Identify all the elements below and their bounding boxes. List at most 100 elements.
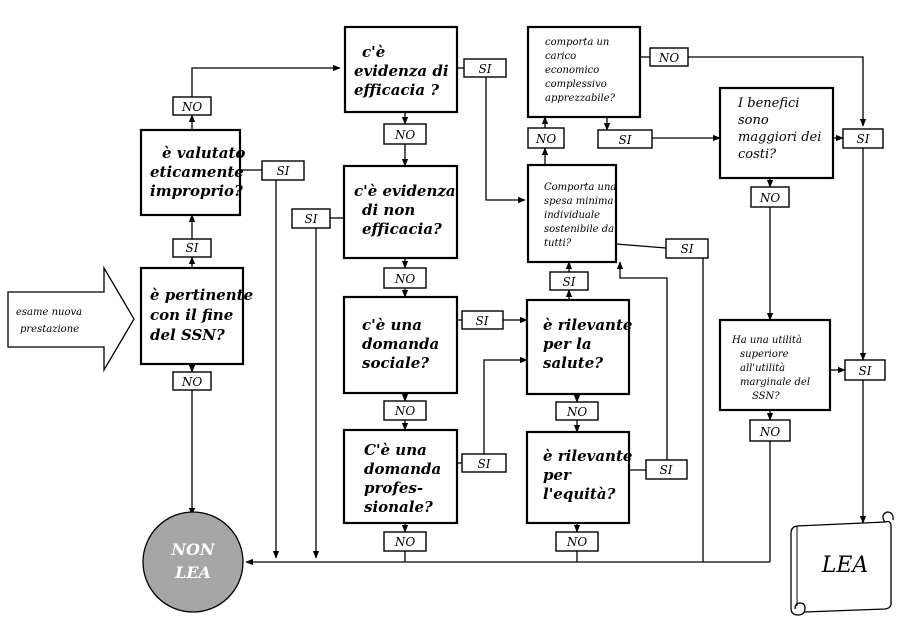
- q-carico-line-1: comporta un: [545, 37, 609, 48]
- q-non-efficacia-line-2: di non: [362, 201, 415, 219]
- si-label: SI: [261, 160, 305, 181]
- q-domanda-sociale-line-1: c'è una: [362, 316, 422, 334]
- q-salute-line-3: salute?: [543, 354, 603, 372]
- q-equita: è rilevante per l'equità?: [525, 430, 632, 525]
- svg-text:NO: NO: [535, 132, 557, 146]
- q-utilita-line-5: SSN?: [752, 391, 780, 402]
- si-label: SI: [549, 271, 589, 291]
- svg-text:SI: SI: [619, 133, 632, 147]
- svg-text:SI: SI: [857, 132, 870, 146]
- no-label: NO: [555, 401, 599, 421]
- si-label: SI: [844, 359, 886, 381]
- q-benefici: I benefici sono maggiori dei costi?: [718, 86, 835, 180]
- q-non-efficacia-line-1: c'è evidenza: [354, 182, 456, 200]
- q-non-efficacia: c'è evidenza di non efficacia?: [342, 164, 459, 260]
- outcome-lea-scroll: LEA: [790, 511, 894, 616]
- q-efficacia-line-1: c'è: [362, 43, 385, 61]
- q-carico-line-5: apprezzabile?: [545, 93, 616, 104]
- svg-text:NO: NO: [394, 128, 416, 142]
- start-arrow: esame nuova prestazione: [7, 265, 135, 373]
- non-lea-line-2: LEA: [174, 563, 211, 582]
- q-pertinente-line-2: con il fine: [150, 306, 233, 324]
- svg-text:SI: SI: [681, 242, 694, 256]
- no-label: NO: [383, 267, 427, 289]
- q-efficacia: c'è evidenza di efficacia ?: [343, 25, 459, 114]
- q-benefici-line-1: I benefici: [737, 96, 799, 111]
- si-label: SI: [597, 129, 653, 149]
- svg-text:NO: NO: [394, 272, 416, 286]
- lea-label: LEA: [821, 553, 869, 578]
- q-pertinente: è pertinente con il fine del SSN?: [139, 266, 253, 366]
- svg-text:NO: NO: [181, 100, 203, 114]
- q-carico: comporta un carico economico complessivo…: [526, 25, 642, 119]
- svg-text:NO: NO: [566, 535, 588, 549]
- si-label: SI: [291, 208, 331, 229]
- no-label: NO: [527, 127, 565, 149]
- svg-text:NO: NO: [759, 191, 781, 205]
- q-domanda-prof-line-1: C'è una: [364, 441, 427, 459]
- svg-text:SI: SI: [305, 212, 318, 226]
- q-efficacia-line-3: efficacia ?: [354, 81, 439, 99]
- q-spesa: Comporta una spesa minima individuale so…: [526, 163, 618, 264]
- q-spesa-line-4: sostenibile da: [544, 224, 614, 235]
- svg-text:NO: NO: [658, 51, 680, 65]
- q-domanda-prof-line-4: sionale?: [364, 498, 433, 516]
- q-carico-line-3: economico: [545, 65, 599, 76]
- si-label: SI: [665, 238, 709, 259]
- no-label: NO: [749, 419, 791, 442]
- svg-text:SI: SI: [478, 457, 491, 471]
- svg-text:SI: SI: [563, 275, 576, 289]
- q-utilita-line-1: Ha una utilità: [731, 335, 802, 346]
- q-eticamente: è valutato eticamente improprio?: [139, 128, 245, 217]
- no-label: NO: [172, 96, 212, 116]
- q-utilita-line-4: marginale del: [740, 377, 810, 388]
- svg-text:NO: NO: [181, 375, 203, 389]
- q-carico-line-4: complessivo: [545, 79, 607, 90]
- q-eticamente-line-3: improprio?: [150, 182, 243, 200]
- q-spesa-line-2: spesa minima: [544, 196, 614, 207]
- no-label: NO: [172, 371, 212, 391]
- answer-labels: SI SI SI SI SI SI SI SI SI SI SI SI NO N…: [172, 47, 886, 552]
- q-non-efficacia-line-3: efficacia?: [362, 220, 442, 238]
- start-line-2: prestazione: [20, 324, 79, 335]
- si-label: SI: [463, 58, 507, 78]
- q-utilita-line-2: superiore: [740, 349, 789, 360]
- outcome-non-lea: NON LEA: [142, 511, 244, 613]
- non-lea-line-1: NON: [170, 540, 216, 559]
- q-domanda-prof-line-2: domanda: [364, 460, 441, 478]
- q-salute-line-1: è rilevante: [543, 316, 632, 334]
- si-label: SI: [461, 310, 504, 330]
- si-label: SI: [461, 453, 507, 473]
- q-pertinente-line-1: è pertinente: [150, 286, 253, 304]
- q-equita-line-1: è rilevante: [543, 447, 632, 465]
- svg-text:NO: NO: [759, 425, 781, 439]
- no-label: NO: [383, 531, 427, 552]
- svg-text:SI: SI: [479, 62, 492, 76]
- q-benefici-line-2: sono: [738, 113, 769, 128]
- q-spesa-line-1: Comporta una: [544, 182, 616, 193]
- q-domanda-sociale-line-3: sociale?: [362, 354, 429, 372]
- no-label: NO: [750, 186, 790, 208]
- q-utilita-line-3: all'utilità: [740, 363, 785, 374]
- si-label: SI: [172, 238, 212, 258]
- svg-text:SI: SI: [186, 241, 199, 255]
- q-equita-line-3: l'equità?: [543, 485, 616, 503]
- no-label: NO: [383, 400, 427, 421]
- svg-text:SI: SI: [859, 364, 872, 378]
- svg-text:SI: SI: [277, 164, 290, 178]
- svg-text:SI: SI: [660, 463, 673, 477]
- q-eticamente-line-1: è valutato: [162, 144, 245, 162]
- si-label: SI: [842, 128, 884, 149]
- q-efficacia-line-2: evidenza di: [354, 62, 449, 80]
- svg-text:NO: NO: [394, 404, 416, 418]
- connectors: [188, 56, 867, 566]
- q-spesa-line-5: tutti?: [544, 238, 572, 249]
- start-line-1: esame nuova: [16, 307, 82, 318]
- q-utilita: Ha una utilità superiore all'utilità mar…: [718, 318, 832, 412]
- q-domanda-prof: C'è una domanda profes- sionale?: [342, 428, 459, 525]
- q-domanda-sociale: c'è una domanda sociale?: [342, 295, 459, 395]
- q-benefici-line-3: maggiori dei: [738, 130, 821, 145]
- q-pertinente-line-3: del SSN?: [150, 326, 225, 344]
